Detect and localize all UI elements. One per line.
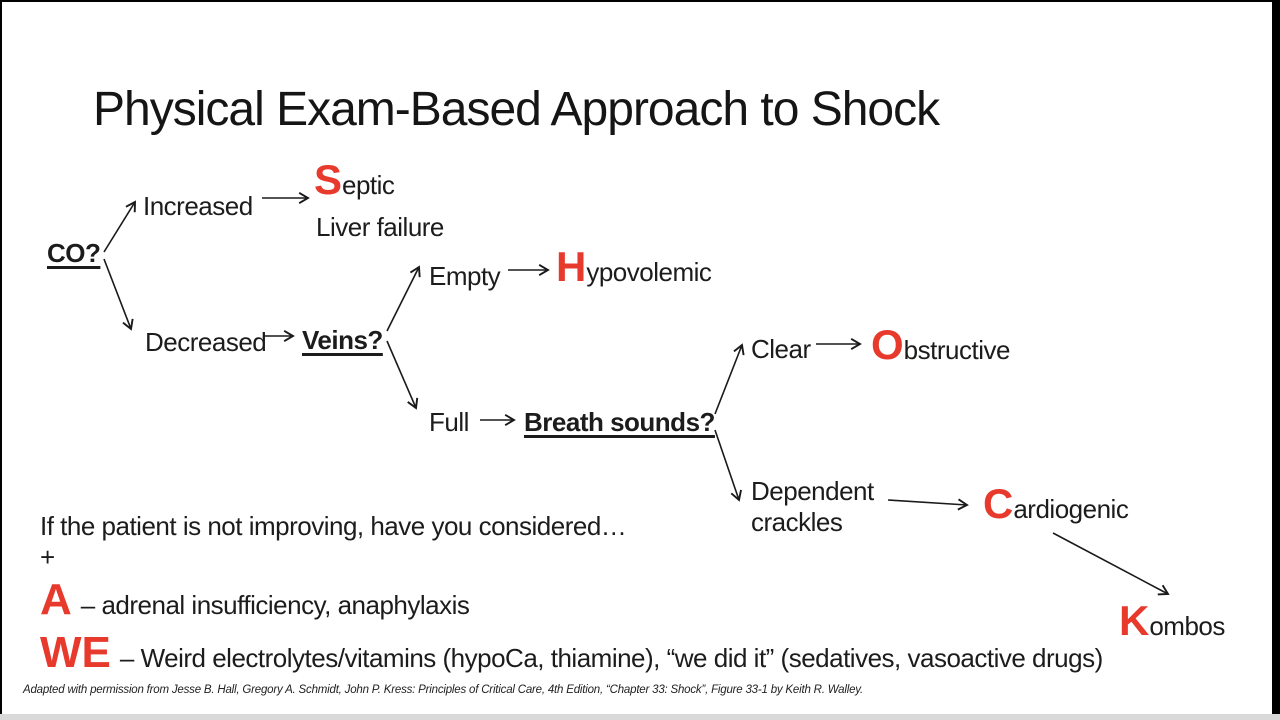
node-breath-sounds: Breath sounds? [524,407,715,437]
node-veins: Veins? [302,325,383,355]
weird-text: – Weird electrolytes/vitamins (hypoCa, t… [119,643,1103,673]
note-intro: If the patient is not improving, have yo… [40,511,627,541]
septic-rest: eptic [342,170,395,200]
dependent-crackles-line1: Dependent [751,476,874,506]
arrow-breath-to-crackles [714,429,742,502]
top-edge-strip [0,0,1280,2]
bottom-edge-strip [0,714,1280,720]
right-edge-strip [1272,0,1280,720]
label-full: Full [429,407,469,437]
arrow-veins-to-empty [386,265,421,332]
arrow-veins-to-full [386,340,419,410]
hypovolemic-rest: ypovolemic [586,257,712,287]
arrow-breath-to-clear [714,343,745,415]
label-dependent-crackles: Dependent crackles [751,476,874,538]
citation-text: Adapted with permission from Jesse B. Ha… [23,684,863,696]
node-cardiac-output: CO? [47,238,101,268]
label-liver-failure: Liver failure [316,212,444,242]
obstructive-rest: bstructive [903,335,1011,365]
septic-initial: S [314,156,343,203]
arrow-crackles-to-cardiogenic [887,498,969,511]
label-decreased: Decreased [145,327,267,357]
dependent-crackles-line2: crackles [751,507,843,537]
cardiogenic-initial: C [983,480,1014,527]
note-adrenal: A – adrenal insufficiency, anaphylaxis [40,575,470,624]
kombos-rest: ombos [1149,611,1225,641]
hypovolemic-initial: H [556,243,587,290]
weird-initial: WE [40,628,111,677]
label-empty: Empty [429,261,501,291]
adrenal-initial: A [40,575,72,624]
left-edge-strip [0,0,2,720]
arrow-co-to-decreased [103,258,134,331]
kombos-initial: K [1119,597,1150,644]
label-increased: Increased [143,191,253,221]
arrow-cardiogenic-to-kombos [1052,532,1170,596]
cardiogenic-rest: ardiogenic [1013,494,1129,524]
slide-title: Physical Exam-Based Approach to Shock [93,83,940,136]
obstructive-initial: O [871,321,904,368]
label-clear: Clear [751,334,811,364]
adrenal-text: – adrenal insufficiency, anaphylaxis [80,590,470,620]
note-weird-electrolytes: WE – Weird electrolytes/vitamins (hypoCa,… [40,631,1103,675]
arrow-co-to-increased [103,200,136,253]
note-plus: + [40,542,55,572]
